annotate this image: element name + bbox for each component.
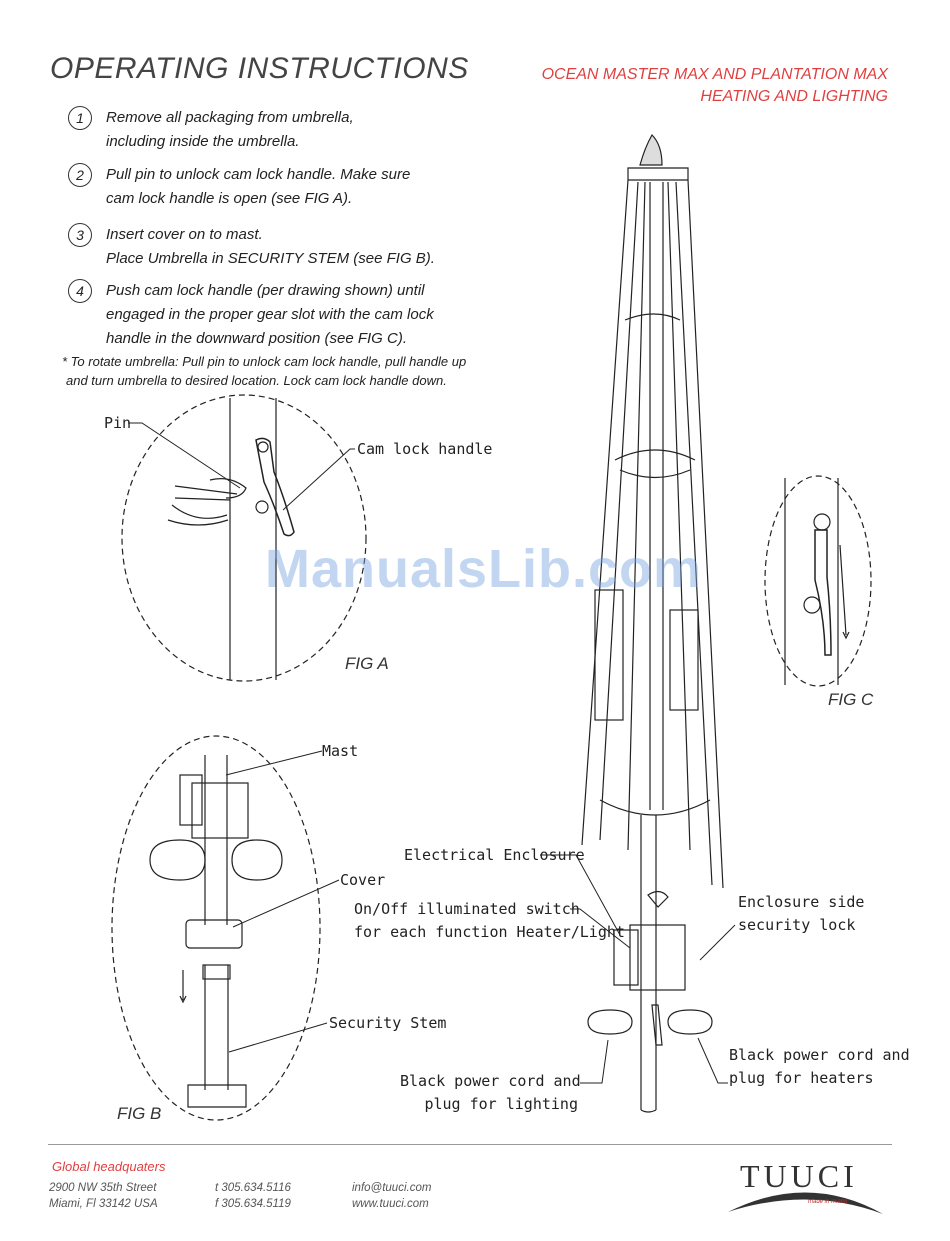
fig-a-drawing (121, 394, 367, 682)
phone-number: t 305.634.5116 (215, 1182, 291, 1194)
page-title: OPERATING INSTRUCTIONS (50, 52, 469, 85)
brand-logo: TUUCI (740, 1158, 858, 1194)
cord-light-line-1: Black power cord and (400, 1072, 581, 1090)
fig-c-caption: FIG C (828, 690, 874, 709)
address-line-2: Miami, Fl 33142 USA (49, 1198, 158, 1210)
switch-line-2: for each function Heater/Light (354, 923, 625, 941)
cord-heat-line-2: plug for heaters (729, 1069, 874, 1087)
label-mast: Mast (322, 742, 359, 760)
step-line: engaged in the proper gear slot with the… (106, 306, 434, 323)
brand-tagline: made in miami (808, 1199, 848, 1205)
step-number: 3 (68, 223, 92, 247)
email-link[interactable]: info@tuuci.com (352, 1182, 432, 1194)
fig-b-drawing (111, 735, 321, 1121)
step-line: handle in the downward position (see FIG… (106, 330, 407, 347)
side-lock-line-2: security lock (738, 916, 856, 934)
website-link[interactable]: www.tuuci.com (352, 1198, 429, 1210)
fig-a-caption: FIG A (345, 654, 389, 673)
hq-label: Global headquaters (52, 1159, 166, 1174)
product-subtitle: OCEAN MASTER MAX AND PLANTATION MAX HEAT… (542, 64, 888, 108)
cord-heat-line-1: Black power cord and (729, 1046, 910, 1064)
address-line-1: 2900 NW 35th Street (49, 1182, 157, 1194)
contact-block: info@tuuci.com www.tuuci.com (352, 1180, 431, 1212)
label-cover: Cover (340, 871, 386, 889)
step-number: 1 (68, 106, 92, 130)
phone-block: t 305.634.5116 f 305.634.5119 (215, 1180, 291, 1212)
label-security-stem: Security Stem (329, 1014, 447, 1032)
label-cord-heaters: Black power cord and plug for heaters (729, 1044, 910, 1090)
step-line: including inside the umbrella. (106, 133, 300, 150)
step-line: Remove all packaging from umbrella, (106, 109, 354, 126)
subtitle-line-1: OCEAN MASTER MAX AND PLANTATION MAX (541, 66, 888, 83)
address: 2900 NW 35th Street Miami, Fl 33142 USA (49, 1180, 158, 1212)
step-line: Place Umbrella in SECURITY STEM (see FIG… (106, 250, 435, 267)
fax-number: f 305.634.5119 (215, 1198, 291, 1210)
cord-light-line-2: plug for lighting (424, 1095, 578, 1113)
label-pin: Pin (104, 414, 132, 432)
side-lock-line-1: Enclosure side (738, 893, 865, 911)
note-line-1: * To rotate umbrella: Pull pin to unlock… (62, 354, 467, 369)
leader-lines (128, 422, 736, 1084)
step-number: 4 (68, 279, 92, 303)
step-line: Pull pin to unlock cam lock handle. Make… (106, 166, 411, 183)
step-line: Push cam lock handle (per drawing shown)… (106, 282, 425, 299)
fig-b-caption: FIG B (117, 1104, 162, 1123)
label-switch: On/Off illuminated switch for each funct… (354, 898, 625, 944)
step-line: cam lock handle is open (see FIG A). (106, 190, 353, 207)
subtitle-line-2: HEATING AND LIGHTING (700, 88, 888, 105)
step-line: Insert cover on to mast. (106, 226, 263, 243)
umbrella-drawing (581, 134, 724, 1113)
label-electrical-enclosure: Electrical Enclosure (404, 846, 585, 864)
label-cord-lighting: Black power cord and plug for lighting (400, 1070, 581, 1116)
step-number: 2 (68, 163, 92, 187)
fig-c-drawing (764, 475, 872, 687)
rotation-note: * To rotate umbrella: Pull pin to unlock… (62, 352, 466, 390)
watermark: ManualsLib.com (265, 539, 703, 599)
label-enclosure-side-lock: Enclosure side security lock (738, 891, 864, 937)
footer-divider (48, 1144, 892, 1145)
note-line-2: and turn umbrella to desired location. L… (66, 373, 447, 388)
label-cam-lock-handle: Cam lock handle (357, 440, 493, 458)
switch-line-1: On/Off illuminated switch (354, 900, 580, 918)
